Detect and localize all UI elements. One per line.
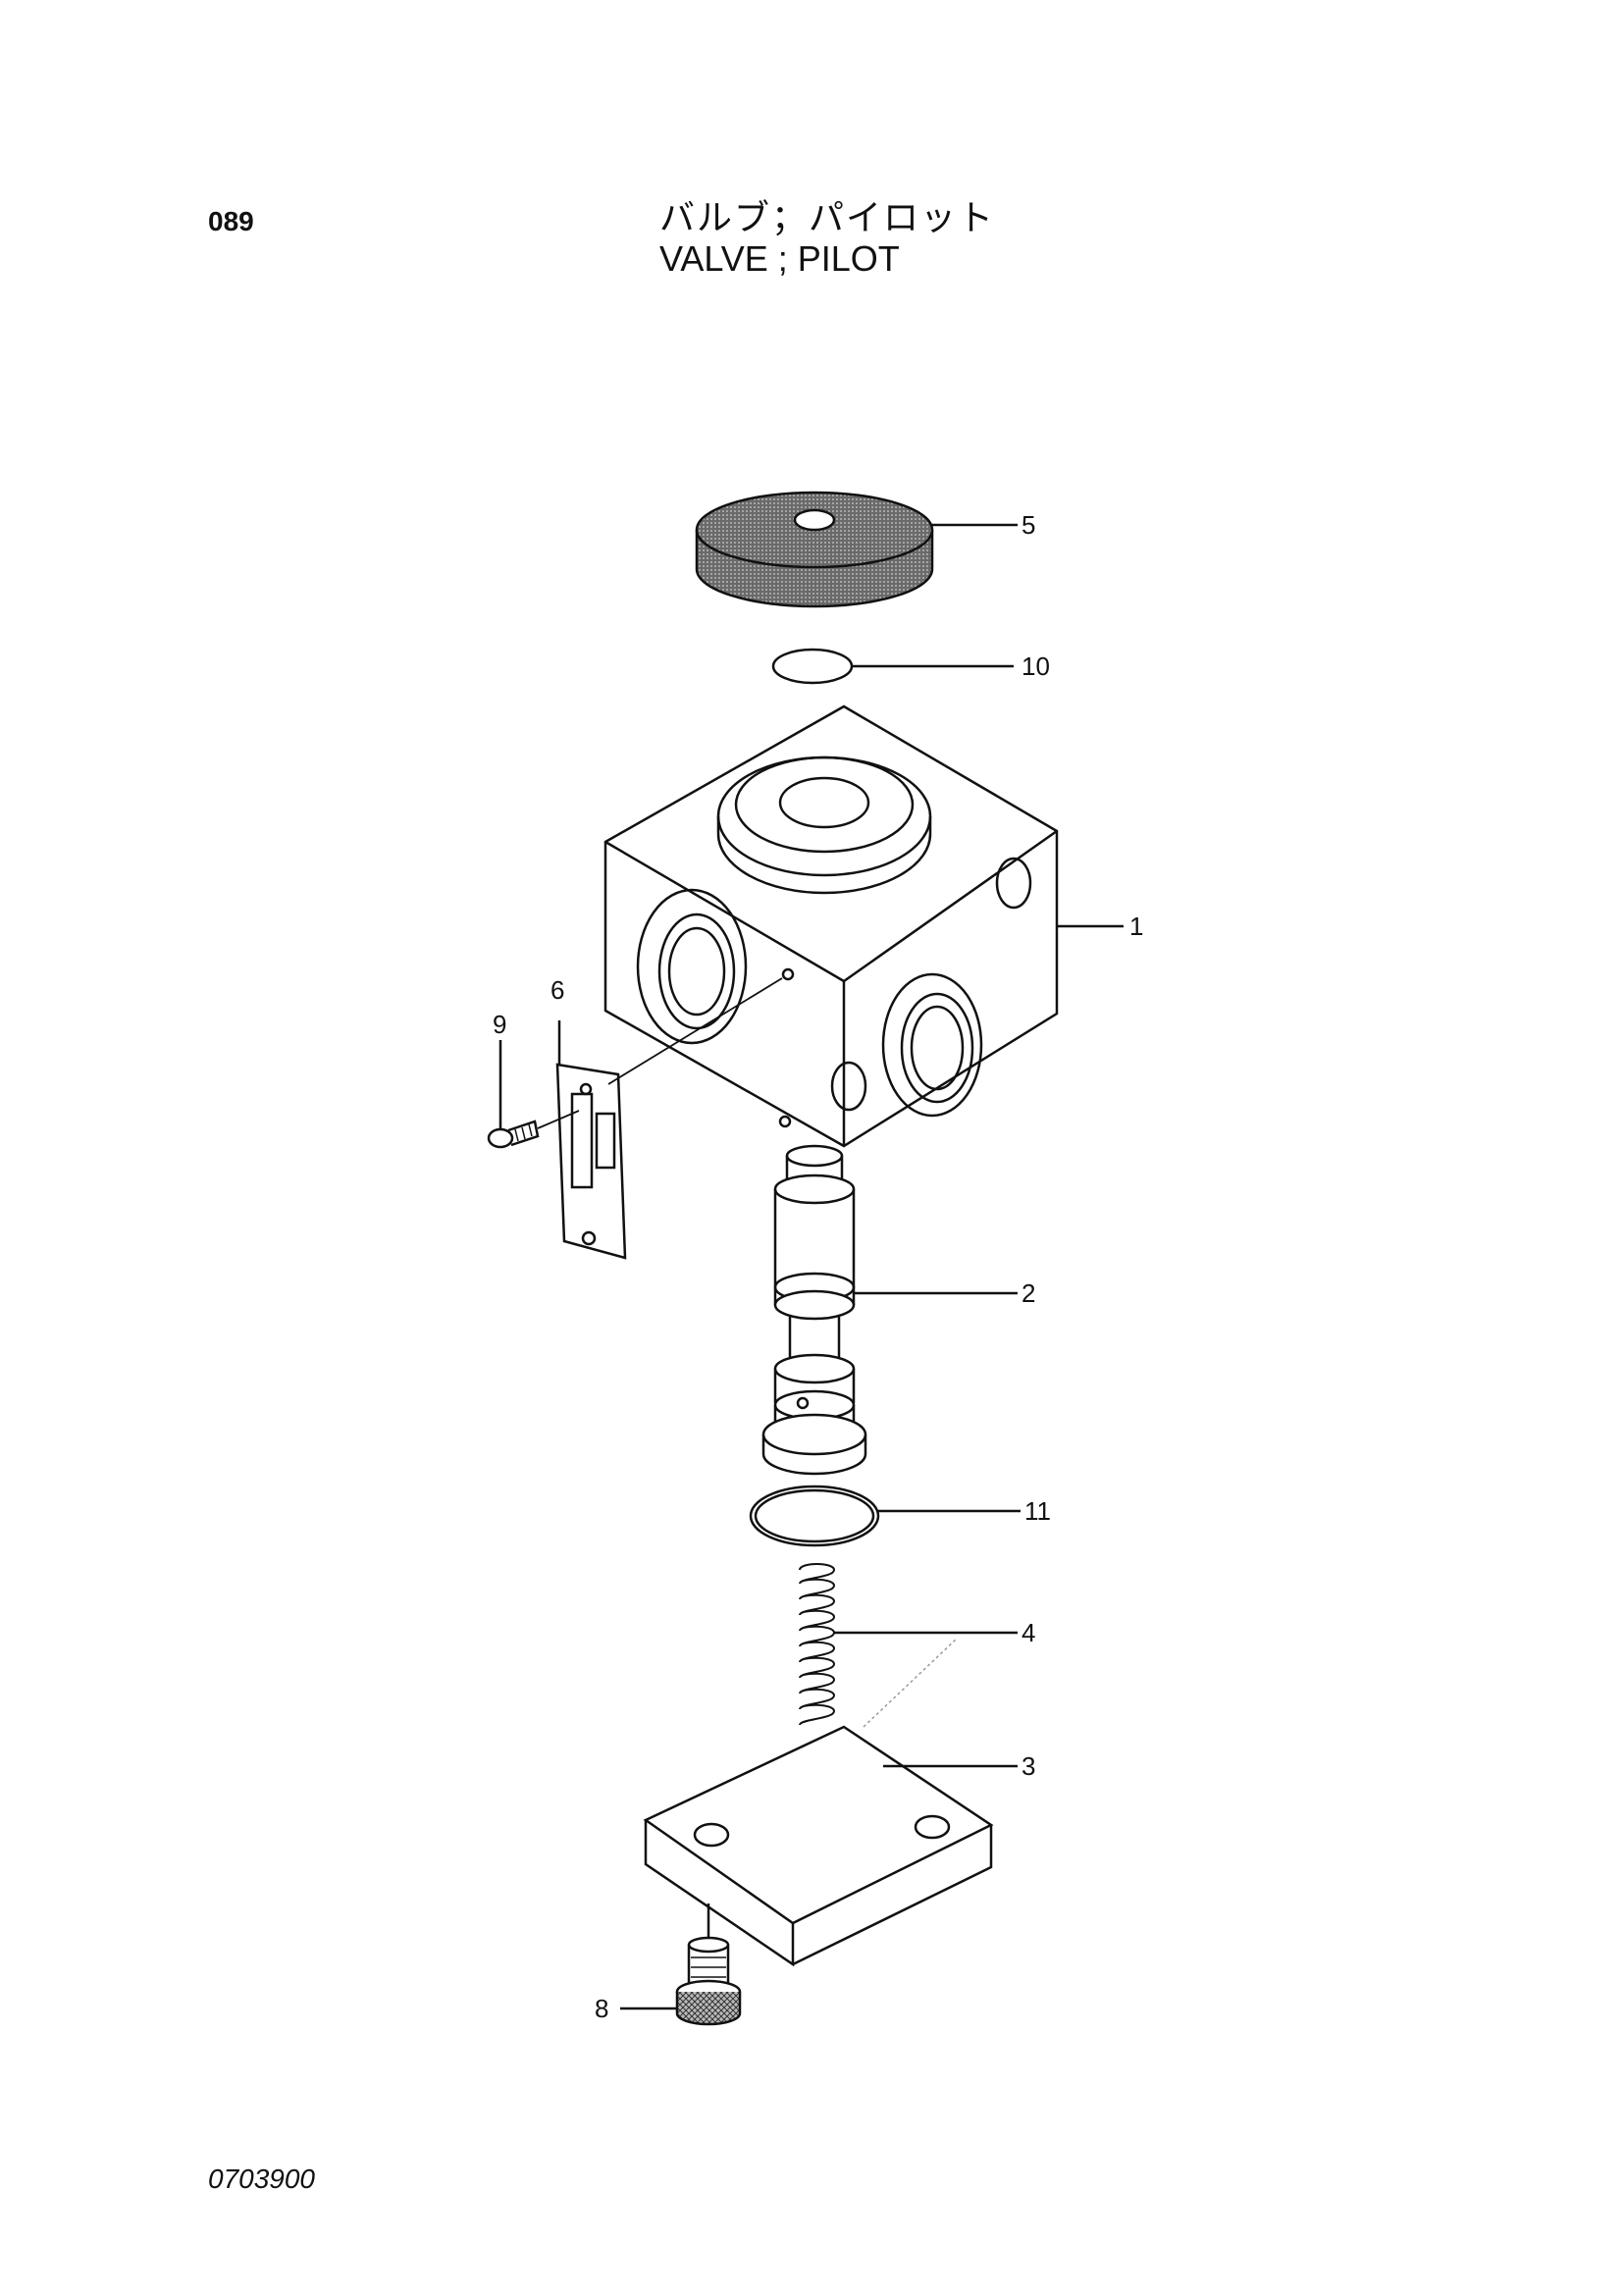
title-japanese: バルブ；パイロット xyxy=(659,198,996,238)
figure-code: 0703900 xyxy=(208,2164,316,2194)
callout-8: 8 xyxy=(595,1994,608,2023)
connector-4-3 xyxy=(863,1638,958,1728)
callout-5: 5 xyxy=(1022,510,1035,540)
callout-4: 4 xyxy=(1022,1618,1035,1647)
connector-9-6 xyxy=(537,1110,580,1129)
part-6-plate xyxy=(555,1063,627,1260)
title-english: VALVE ; PILOT xyxy=(659,238,900,279)
connector-6-1 xyxy=(607,977,783,1085)
part-1-valve-body xyxy=(603,704,1059,1148)
callout-6: 6 xyxy=(550,975,564,1005)
callout-1: 1 xyxy=(1129,912,1143,941)
part-5-cap xyxy=(695,491,934,608)
part-4-spring xyxy=(799,1563,836,1726)
callout-9: 9 xyxy=(493,1010,506,1039)
callout-11: 11 xyxy=(1024,1496,1051,1526)
part-8-bolt xyxy=(675,1936,742,2026)
part-3-cover xyxy=(643,1725,994,1967)
callout-2: 2 xyxy=(1022,1278,1035,1308)
part-2-spool xyxy=(761,1144,867,1476)
part-11-o-ring xyxy=(749,1485,880,1547)
part-10-o-ring xyxy=(771,648,854,685)
o-ring-11-inner xyxy=(754,1488,875,1543)
page-number: 089 xyxy=(208,206,254,236)
callout-3: 3 xyxy=(1022,1751,1035,1781)
callout-10: 10 xyxy=(1022,652,1050,681)
part-9-screw xyxy=(487,1120,540,1149)
